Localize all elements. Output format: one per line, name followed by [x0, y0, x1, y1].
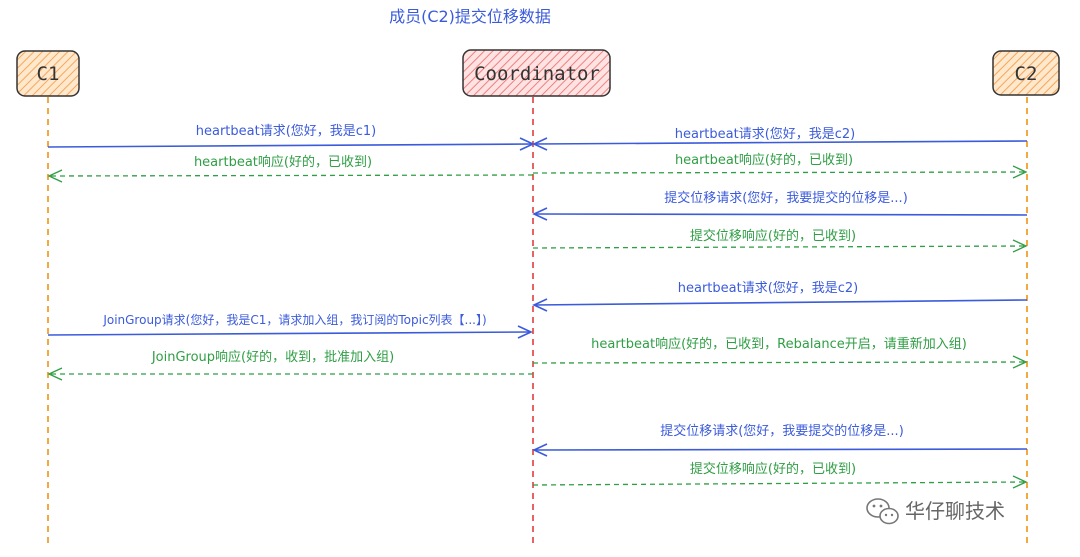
diagram-title: 成员(C2)提交位移数据	[389, 7, 551, 26]
watermark-text: 华仔聊技术	[905, 499, 1005, 523]
message-heartbeat-response-c2: heartbeat响应(好的，已收到)	[532, 152, 1028, 179]
message-heartbeat-response-rebalance: heartbeat响应(好的，已收到，Rebalance开启，请重新加入组)	[532, 336, 1028, 369]
message-commit-offset-request-1: 提交位移请求(您好，我要提交的位移是...)	[532, 190, 1028, 221]
coordinator-label: Coordinator	[474, 63, 600, 85]
message-joingroup-request: JoinGroup请求(您好，我是C1，请求加入组，我订阅的Topic列表【..…	[47, 312, 533, 339]
message-commit-offset-response-2: 提交位移响应(好的，已收到)	[532, 461, 1028, 489]
message-label: JoinGroup响应(好的，收到，批准加入组)	[151, 349, 394, 365]
message-label: heartbeat响应(好的，已收到，Rebalance开启，请重新加入组)	[591, 336, 967, 352]
watermark: 华仔聊技术	[866, 498, 1005, 525]
message-label: 提交位移请求(您好，我要提交的位移是...)	[664, 190, 908, 206]
message-heartbeat-request-c1: heartbeat请求(您好，我是c1)	[47, 123, 535, 151]
message-commit-offset-request-2: 提交位移请求(您好，我要提交的位移是...)	[532, 423, 1028, 457]
message-heartbeat-request-c2: heartbeat请求(您好，我是c2)	[532, 126, 1028, 151]
message-label: heartbeat请求(您好，我是c2)	[678, 280, 859, 296]
c1-participant: C1	[16, 50, 80, 97]
message-label: heartbeat响应(好的，已收到)	[194, 154, 372, 170]
message-label: 提交位移请求(您好，我要提交的位移是...)	[660, 423, 904, 439]
message-label: 提交位移响应(好的，已收到)	[690, 228, 856, 244]
message-commit-offset-response-1: 提交位移响应(好的，已收到)	[532, 228, 1028, 253]
coordinator-participant: Coordinator	[462, 49, 611, 97]
c2-label: C2	[1015, 63, 1038, 85]
message-joingroup-response: JoinGroup响应(好的，收到，批准加入组)	[47, 349, 533, 381]
message-label: heartbeat请求(您好，我是c1)	[196, 123, 377, 139]
wechat-icon	[866, 498, 899, 525]
c1-label: C1	[37, 63, 60, 85]
message-label: JoinGroup请求(您好，我是C1，请求加入组，我订阅的Topic列表【..…	[102, 312, 486, 327]
message-label: heartbeat响应(好的，已收到)	[675, 152, 853, 168]
c2-participant: C2	[992, 50, 1060, 96]
message-label: heartbeat请求(您好，我是c2)	[675, 126, 856, 142]
message-label: 提交位移响应(好的，已收到)	[690, 461, 856, 477]
message-heartbeat-response-c1: heartbeat响应(好的，已收到)	[47, 154, 534, 183]
message-heartbeat-request-c2-2: heartbeat请求(您好，我是c2)	[532, 280, 1028, 312]
